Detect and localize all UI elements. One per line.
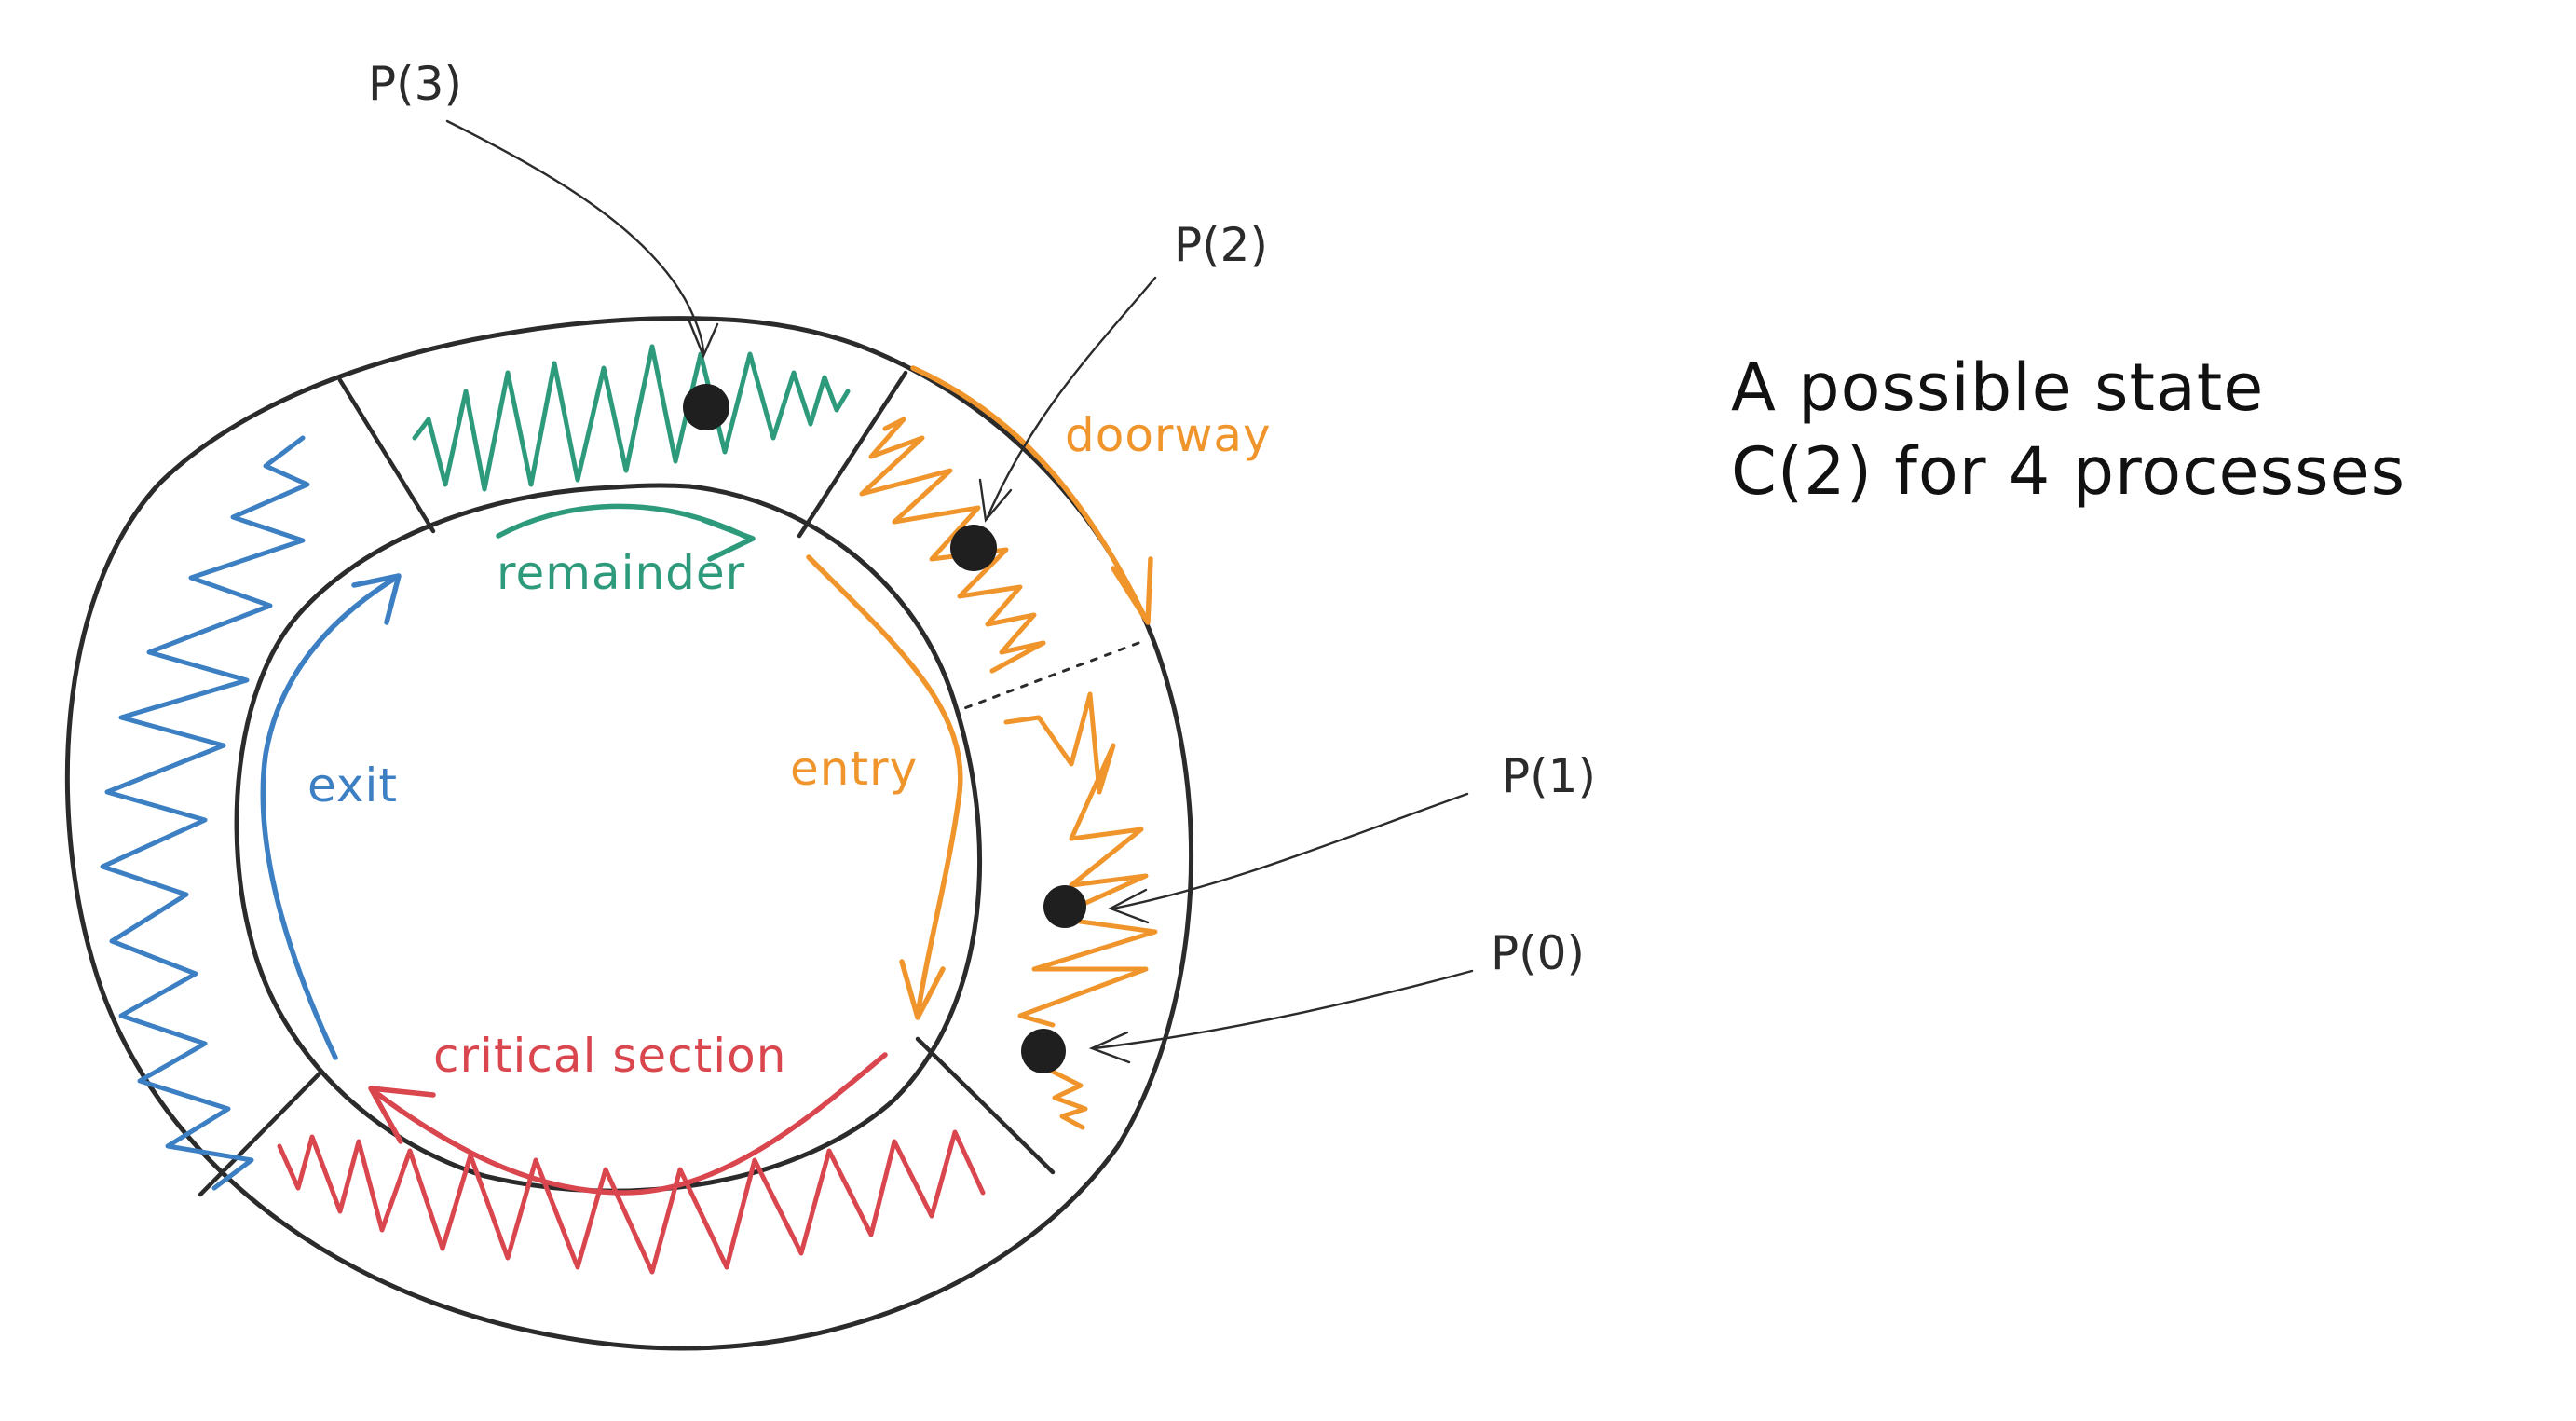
p1-label: P(1) xyxy=(1502,749,1596,803)
entry-arrowhead xyxy=(899,959,946,1020)
p1-pointer-head xyxy=(1108,888,1150,924)
exit-label: exit xyxy=(307,758,398,813)
doorway-arrowhead xyxy=(1111,556,1153,625)
p2-pointer xyxy=(986,276,1157,519)
exit-arrow xyxy=(260,575,399,1060)
caption-line-2: C(2) for 4 processes xyxy=(1731,433,2406,510)
outer-ring xyxy=(64,316,1194,1351)
doorway-zigzag xyxy=(859,417,1046,674)
p2-pointer-head xyxy=(978,478,1013,523)
p2-dot xyxy=(950,525,997,571)
p3-pointer xyxy=(445,119,705,356)
p0-label: P(0) xyxy=(1491,926,1585,980)
critical-arrowhead xyxy=(368,1086,436,1144)
divider-doorway-entry xyxy=(958,641,1140,712)
entry-label: entry xyxy=(790,742,918,796)
p0-tail-zigzag xyxy=(1041,1064,1088,1130)
remainder-label: remainder xyxy=(497,546,745,600)
doorway-arrow xyxy=(910,365,1149,622)
p3-pointer-head xyxy=(688,320,719,360)
p3-dot xyxy=(683,384,729,430)
remainder-arrowhead xyxy=(701,517,756,562)
critical-arrow xyxy=(370,1052,888,1196)
divider-critical-exit xyxy=(198,1069,324,1197)
p1-pointer xyxy=(1111,792,1469,910)
exit-arrowhead xyxy=(351,573,402,625)
p0-dot xyxy=(1021,1029,1066,1073)
divider-entry-critical xyxy=(915,1036,1056,1175)
divider-remainder-doorway xyxy=(797,370,908,539)
caption-line-1: A possible state xyxy=(1731,349,2264,426)
p0-pointer xyxy=(1093,969,1474,1050)
exit-zigzag xyxy=(100,435,310,1191)
remainder-zigzag xyxy=(412,344,851,492)
p3-label: P(3) xyxy=(368,57,462,111)
critical-zigzag xyxy=(277,1129,986,1275)
p2-label: P(2) xyxy=(1174,218,1268,272)
doorway-label: doorway xyxy=(1065,408,1272,462)
entry-arrow xyxy=(806,554,963,1018)
divider-exit-remainder xyxy=(337,377,436,534)
critical-section-label: critical section xyxy=(433,1029,786,1083)
p0-pointer-head xyxy=(1088,1031,1131,1064)
p1-dot xyxy=(1043,885,1086,928)
entry-zigzag xyxy=(1003,691,1158,1028)
